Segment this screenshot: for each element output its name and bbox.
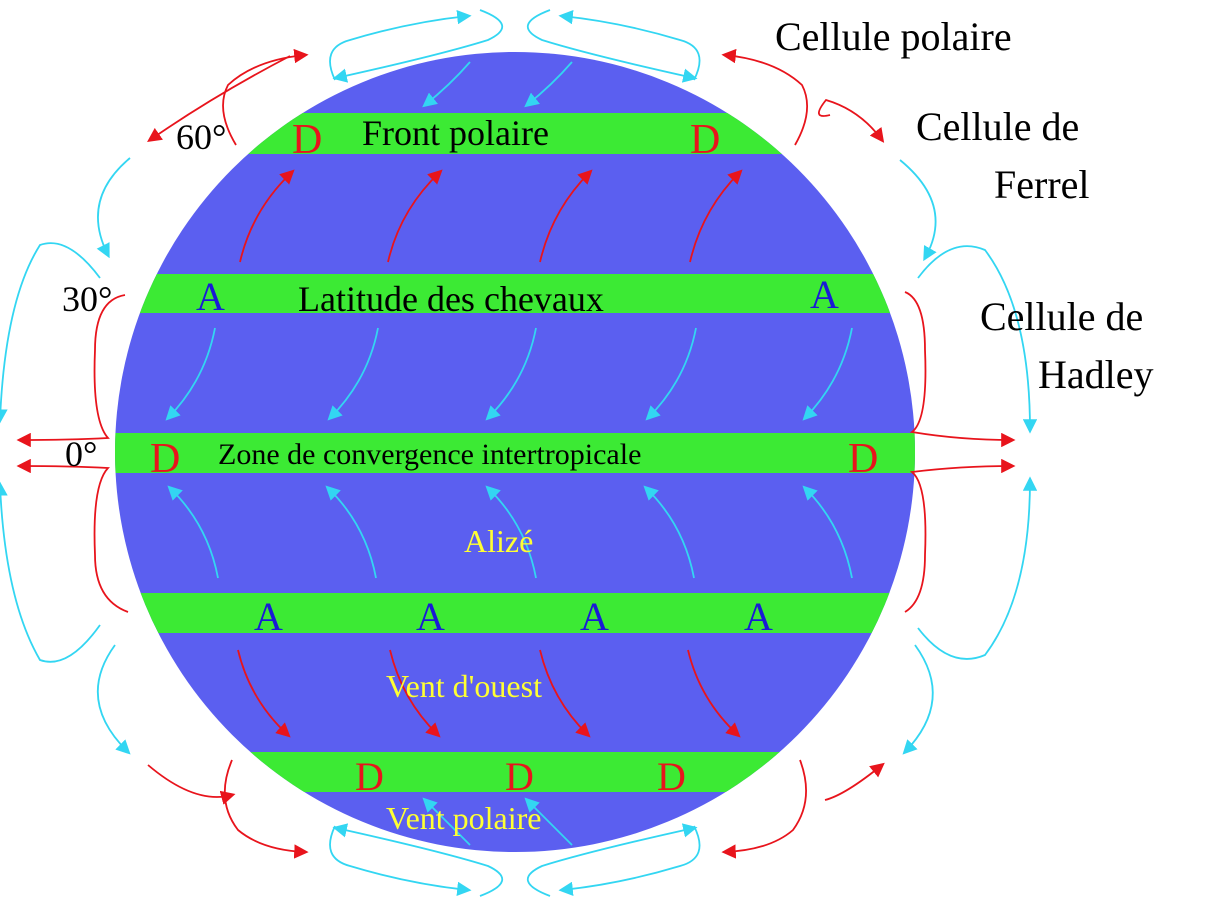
polar-wind-arrow <box>422 61 471 108</box>
surface-wind-arrows <box>165 61 853 846</box>
hadley-cell-loop <box>0 481 101 663</box>
polar-cell-loop <box>527 9 698 83</box>
westerly-wind-arrow <box>389 649 441 738</box>
trade-wind-arrow <box>327 327 379 421</box>
trade-wind-arrow <box>485 327 537 421</box>
ferrel-cell-loop <box>222 48 309 146</box>
hadley-cell-loop <box>904 291 1016 448</box>
latitude-30-label: 30° <box>62 279 112 319</box>
low-pressure-marker: D <box>848 436 878 482</box>
ferrel-cell-loop <box>899 159 937 262</box>
horse-latitudes-label: Latitude des chevaux <box>298 279 604 319</box>
polar-cell-loop <box>527 823 698 897</box>
low-pressure-marker: D <box>150 436 180 482</box>
westerly-wind-arrow <box>539 649 591 738</box>
high-pressure-marker: A <box>810 272 839 317</box>
low-pressure-marker: D <box>690 117 720 163</box>
high-pressure-marker: A <box>196 274 225 319</box>
ferrel-cell-loop <box>147 764 236 805</box>
polar-cell-loop <box>558 825 701 897</box>
hadley-cell-loop <box>904 458 1016 613</box>
polar-cell-loop <box>329 9 472 81</box>
westerly-wind-arrow <box>687 649 741 738</box>
polar-wind-arrow <box>524 797 573 846</box>
westerly-wind-arrow <box>689 169 743 263</box>
polar-cell-loop <box>558 9 701 81</box>
westerly-wind-label: Vent d'ouest <box>386 668 542 704</box>
polar-cell-loop <box>332 9 503 83</box>
low-pressure-marker: D <box>355 754 384 799</box>
ferrel-cell-loop <box>824 762 885 801</box>
trade-wind-arrow <box>643 485 695 579</box>
band-horse-latitudes-south <box>115 593 915 633</box>
circulation-cell-loops <box>0 9 1038 897</box>
polar-front-label: Front polaire <box>362 113 549 153</box>
ferrel-cell-loop <box>721 759 807 859</box>
low-pressure-marker: D <box>657 754 686 799</box>
polar-wind-arrow <box>524 61 573 108</box>
trade-wind-arrow <box>802 327 853 421</box>
westerly-wind-arrow <box>387 169 443 263</box>
westerly-wind-arrow <box>239 169 295 263</box>
polar-cell-label: Cellule polaire <box>775 14 1012 59</box>
trade-wind-arrow <box>325 485 377 579</box>
itcz-label: Zone de convergence intertropicale <box>218 438 641 471</box>
polar-wind-arrow <box>422 797 471 846</box>
ferrel-cell-loop <box>96 644 131 755</box>
westerly-wind-arrow <box>237 649 291 738</box>
trade-wind-arrow <box>802 485 853 579</box>
ferrel-cell-label-line2: Ferrel <box>994 162 1090 207</box>
hadley-cell-loop <box>0 242 101 424</box>
hadley-cell-loop <box>16 294 126 448</box>
high-pressure-marker: A <box>254 594 283 639</box>
ferrel-cell-loop <box>147 55 291 143</box>
ferrel-cell-loop <box>902 644 934 755</box>
trade-wind-label: Alizé <box>464 523 533 559</box>
hadley-cell-loop <box>917 245 1038 434</box>
low-pressure-marker: D <box>292 117 322 163</box>
band-horse-latitudes-north <box>115 274 915 313</box>
high-pressure-marker: A <box>580 594 609 639</box>
westerly-wind-arrow <box>539 169 593 263</box>
hadley-cell-loop <box>16 458 129 613</box>
trade-wind-arrow <box>165 327 216 421</box>
latitude-0-label: 0° <box>65 434 97 474</box>
latitude-60-label: 60° <box>176 117 226 157</box>
trade-wind-arrow <box>485 485 537 579</box>
ferrel-cell-loop <box>223 759 309 859</box>
ferrel-cell-loop <box>818 98 885 143</box>
hadley-cell-loop <box>917 476 1038 660</box>
trade-wind-arrow <box>167 485 219 579</box>
low-pressure-marker: D <box>505 754 534 799</box>
high-pressure-marker: A <box>416 594 445 639</box>
band-itcz <box>115 433 915 473</box>
high-pressure-marker: A <box>744 594 773 639</box>
ferrel-cell-label-line1: Cellule de <box>916 104 1079 149</box>
ferrel-cell-loop <box>96 157 131 259</box>
trade-wind-arrow <box>645 327 697 421</box>
polar-cell-loop <box>332 823 503 897</box>
ferrel-cell-loop <box>721 48 808 146</box>
hadley-cell-label-line1: Cellule de <box>980 294 1143 339</box>
hadley-cell-label-line2: Hadley <box>1038 352 1154 397</box>
polar-wind-label: Vent polaire <box>386 800 542 836</box>
polar-cell-loop <box>329 825 472 897</box>
